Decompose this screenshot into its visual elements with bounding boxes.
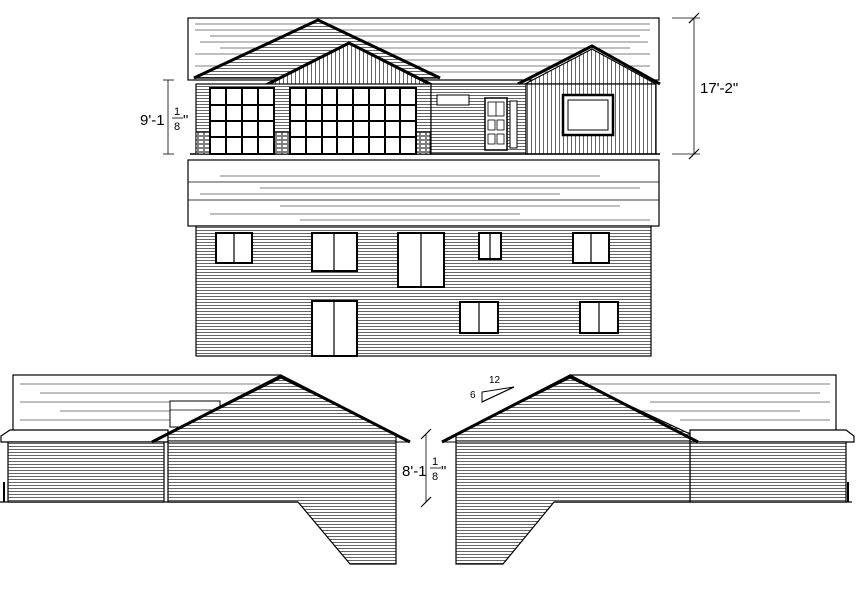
garage-door-left	[209, 87, 275, 155]
front-wall-label-numerator: 1	[174, 106, 180, 118]
left-gable	[151, 374, 411, 565]
right-low-wall	[689, 441, 847, 503]
front-wall-label-whole: 9'-1	[140, 112, 165, 129]
front-vent	[436, 94, 470, 106]
garage-door-right	[289, 87, 417, 155]
pitch-run-label: 12	[489, 375, 501, 386]
front-height-dimension: 17'-2"	[672, 12, 738, 160]
rear-window-5	[572, 232, 610, 264]
left-side-elevation	[0, 374, 411, 565]
front-elevation: 17'-2" 9'-1 1 8 "	[140, 12, 738, 160]
side-wall-label-whole: 8'-1	[402, 463, 427, 480]
left-low-wall	[7, 441, 165, 503]
rear-roof	[187, 159, 660, 227]
front-height-label: 17'-2"	[700, 80, 738, 97]
rear-window-2	[311, 232, 358, 272]
roof-pitch-symbol: 12 6	[470, 375, 515, 403]
rear-window-6	[459, 301, 499, 334]
right-gable	[441, 374, 699, 565]
front-window	[561, 93, 615, 137]
rear-window-1	[215, 232, 253, 264]
front-wall-label-suffix: "	[183, 112, 188, 129]
side-wall-dimension: 8'-1 1 8 "	[402, 428, 446, 508]
pitch-rise-label: 6	[470, 390, 476, 401]
side-wall-label-numerator: 1	[432, 456, 438, 468]
left-eave	[0, 429, 169, 443]
side-wall-label-suffix: "	[441, 463, 446, 480]
rear-patio-door	[311, 300, 358, 357]
rear-window-4	[478, 232, 502, 260]
entry-door	[484, 97, 518, 151]
front-wall-dimension: 9'-1 1 8 "	[140, 79, 188, 155]
right-eave	[689, 429, 855, 443]
side-wall-label-denominator: 8	[432, 471, 438, 483]
front-wall-label-denominator: 8	[174, 121, 180, 133]
right-side-elevation	[441, 374, 855, 565]
rear-window-3	[397, 232, 445, 288]
rear-elevation	[187, 159, 660, 357]
rear-window-7	[579, 301, 619, 334]
